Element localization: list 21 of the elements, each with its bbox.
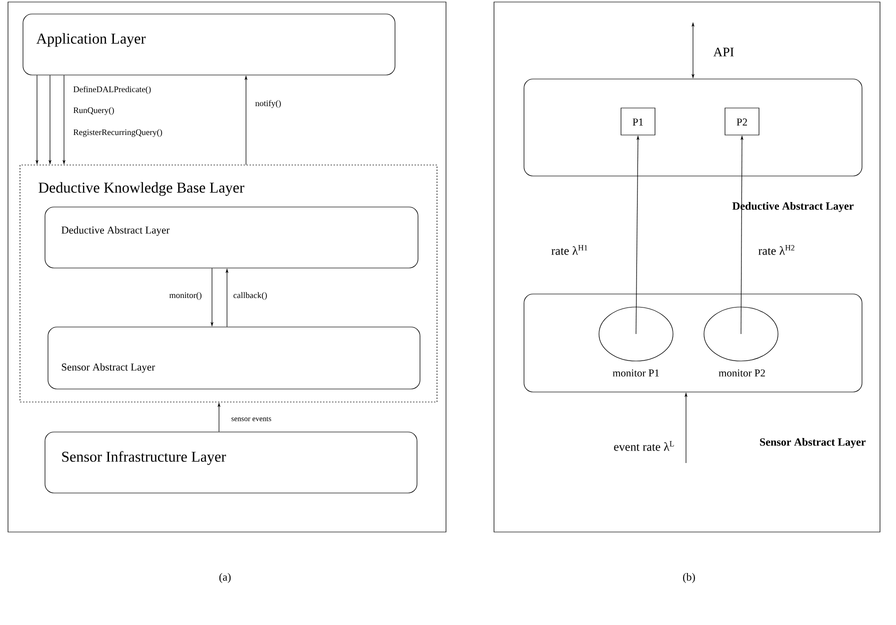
panel-caption: (b) xyxy=(683,573,695,583)
method-label: DefineDALPredicate() xyxy=(73,86,151,94)
edge-label: notify() xyxy=(254,99,282,109)
edge-label: monitor() xyxy=(168,291,203,301)
panel-caption: (a) xyxy=(219,573,231,583)
node-label: monitor P2 xyxy=(718,369,765,377)
node-label: Sensor Abstract Layer xyxy=(760,438,866,448)
edge-label: rate λ$^{H1}$ xyxy=(550,244,590,256)
edge-label: rate λ$^{H2}$ xyxy=(757,244,796,256)
process-box: P2 xyxy=(724,108,760,136)
edge-label: event rate λ$^{L}$ xyxy=(612,440,676,452)
edge-label: API xyxy=(712,46,736,58)
process-box: P1 xyxy=(620,108,656,136)
layer-box: Application Layer xyxy=(22,14,396,76)
method-label: RunQuery() xyxy=(73,107,114,115)
node-label: monitor P1 xyxy=(612,369,659,377)
layer-box: Sensor Abstract Layer xyxy=(48,326,420,390)
method-label: RegisterRecurringQuery() xyxy=(73,129,162,137)
layer-box: Deductive Abstract Layer xyxy=(44,206,418,268)
layer-box: Sensor Infrastructure Layer xyxy=(44,432,418,494)
edge-label: callback() xyxy=(232,291,268,301)
